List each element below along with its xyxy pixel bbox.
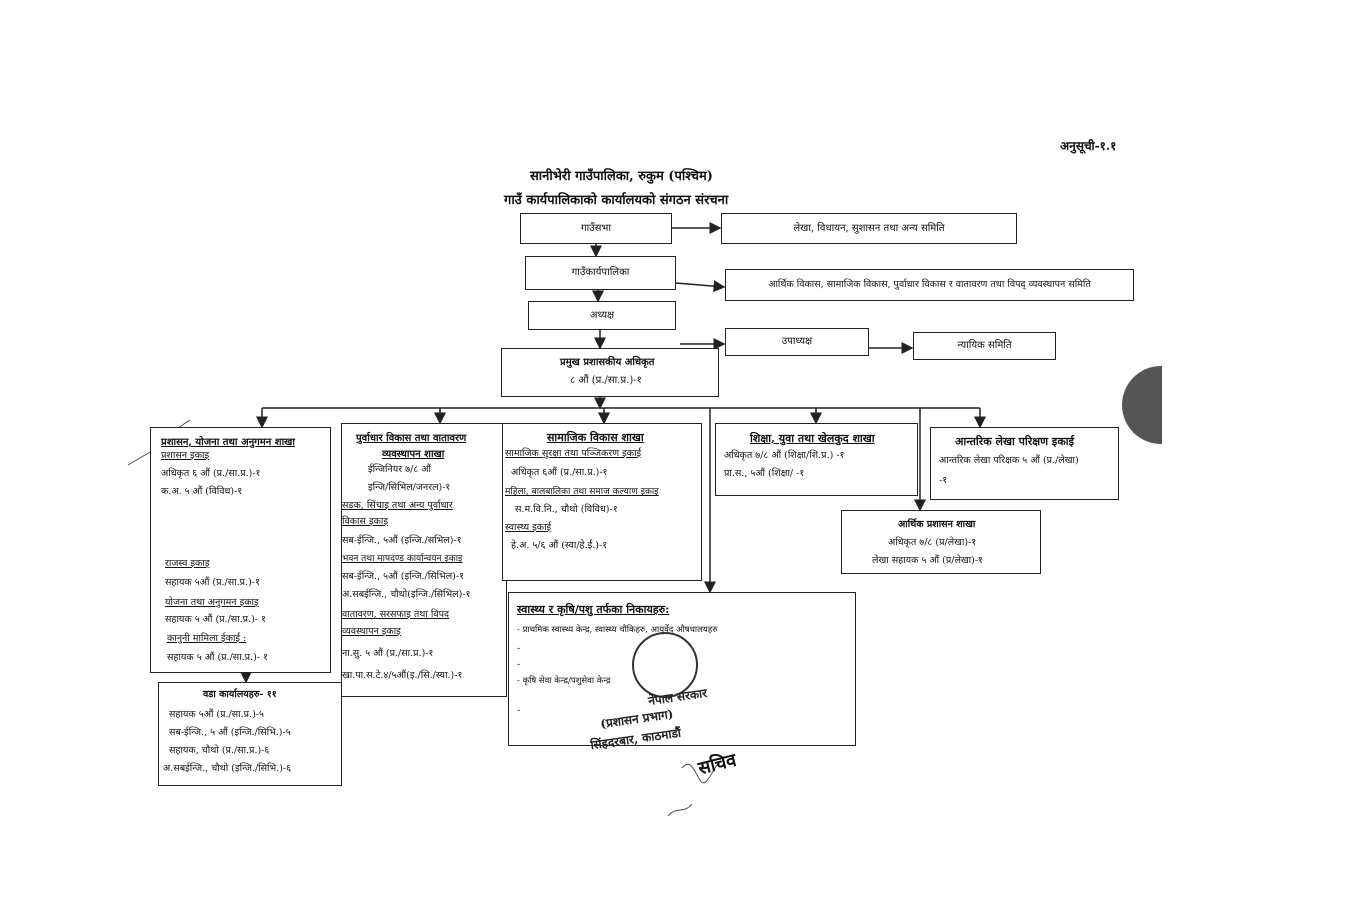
- wada-title: वडा कार्यालयहरु- ११: [203, 689, 277, 700]
- prashasan-unit2: राजस्व इकाइ: [165, 558, 210, 569]
- purwadhar-title: पुर्वाधार विकास तथा वातावरण: [356, 433, 467, 444]
- samajik-unit3: स्वास्थ्य इकाई: [505, 522, 552, 533]
- purwadhar-unit3b: व्यवस्थापन इकाइ: [342, 626, 401, 637]
- purwadhar-line4: सब-ईन्जि., ५औं (इन्जि./सिभिल)-१: [342, 571, 465, 582]
- arthik-line2: लेखा सहायक ५ औं (प्र/लेखा)-१: [872, 555, 983, 566]
- wada-box: वडा कार्यालयहरु- ११ सहायक ५औं (प्र./सा.प…: [158, 682, 342, 786]
- samajik-unit2: महिला, बालबालिका तथा समाज कल्याण इकाइ: [505, 487, 659, 497]
- gaunsabha-box: गाउँसभा: [520, 213, 672, 244]
- nyayik-samiti-box: न्यायिक समिति: [913, 332, 1056, 360]
- wada-line3: सहायक, चौथो (प्र./सा.प्र.)-६: [169, 745, 270, 756]
- cao-title: प्रमुख प्रशासकीय अधिकृत: [560, 357, 655, 368]
- purwadhar-unit1b: विकास इकाइ: [342, 516, 389, 527]
- aantarik-line2: -१: [939, 475, 948, 486]
- prashasan-line1: अधिकृत ६ औं (प्र./सा.प्र.)-१: [161, 468, 261, 479]
- swasthya-title: स्वास्थ्य र कृषि/पशु तर्फका निकायहरु:: [517, 603, 670, 616]
- samajik-line2: स.म.वि.नि., चौथो (विविध)-१: [515, 504, 618, 515]
- purwadhar-line3: सब-ईन्जि., ५औं (इन्जि./सभिल)-१: [342, 535, 462, 546]
- karyapalika-box: गाउँकार्यपालिका: [525, 256, 676, 290]
- samajik-branch-box: सामाजिक विकास शाखा सामाजिक सुरक्षा तथा प…: [502, 423, 702, 581]
- arthik-title: आर्थिक प्रशासन शाखा: [898, 519, 976, 530]
- purwadhar-line5: अ.सबईन्जि., चौथो(इन्जि./सिभिल)-१: [342, 589, 471, 600]
- wada-line4: अ.सबईन्जि., चौथो (इन्जि./सिभि.)-६: [163, 763, 292, 774]
- shiksha-line2: प्रा.स., ५औं (शिक्षा/ -१: [724, 468, 805, 479]
- aantarik-line1: आन्तरिक लेखा परिक्षक ५ औं (प्र./लेखा): [939, 455, 1079, 466]
- samajik-line1: अधिकृत ६औं (प्र./सा.प्र.)-१: [511, 467, 608, 478]
- swasthya-line4: - कृषि सेवा केन्द्र/पशुसेवा केन्द्र: [517, 676, 611, 686]
- purwadhar-line2: इन्जि/सिभिल/जनरल)-१: [368, 482, 451, 493]
- samajik-title: सामाजिक विकास शाखा: [547, 431, 644, 444]
- purwadhar-title-2: व्यवस्थापन शाखा: [382, 449, 445, 460]
- wada-line2: सब-ईन्जि., ५ औं (इन्जि./सिभि.)-५: [169, 727, 291, 738]
- prashasan-title: प्रशासन, योजना तथा अनुगमन शाखा: [161, 437, 295, 448]
- prashasan-unit4: कानुनी मामिला ईकाई :: [167, 633, 247, 644]
- shiksha-branch-box: शिक्षा, युवा तथा खेलकुद शाखा अधिकृत ७/८ …: [715, 423, 918, 496]
- purwadhar-unit3: वातावरण, सरसफाइ तथा विपद: [342, 609, 450, 620]
- upadhyaksha-box: उपाध्यक्ष: [725, 328, 869, 356]
- swasthya-line5: -: [517, 705, 521, 716]
- purwadhar-branch-box: पुर्वाधार विकास तथा वातावरण व्यवस्थापन श…: [341, 423, 507, 697]
- signature-stroke: [667, 803, 693, 817]
- signature-stroke: [681, 763, 719, 784]
- prashasan-line2: क.अ. ५ औं (विविध)-१: [161, 486, 243, 497]
- wada-line1: सहायक ५औं (प्र./सा.प्र.)-५: [169, 709, 264, 720]
- aantarik-branch-box: आन्तरिक लेखा परिक्षण इकाई आन्तरिक लेखा प…: [930, 427, 1119, 500]
- swasthya-line1: - प्राथमिक स्वास्थ्य केन्द्र, स्वास्थ्य …: [517, 625, 718, 635]
- samajik-line3: हे.अ. ५/६ औं (स्वा/हे.ई.)-१: [511, 540, 608, 551]
- government-seal: [632, 632, 698, 698]
- swasthya-box: स्वास्थ्य र कृषि/पशु तर्फका निकायहरु: - …: [508, 592, 856, 746]
- prashasan-line4: सहायक ५ औं (प्र./सा.प्र.)- १: [165, 614, 266, 625]
- swasthya-line3: -: [517, 659, 521, 670]
- prashasan-line3: सहायक ५औं (प्र./सा.प्र.)-१: [165, 577, 260, 588]
- adhyaksha-box: अध्यक्ष: [528, 301, 676, 330]
- cao-box: प्रमुख प्रशासकीय अधिकृत ८ औं (प्र./सा.प्…: [501, 348, 719, 397]
- purwadhar-line6: ना.सु. ५ औं (प्र./सा.प्र.)-१: [342, 648, 434, 659]
- samajik-unit1: सामाजिक सुरक्षा तथा पञ्जिकरण इकाई: [505, 448, 642, 459]
- line-karya-arthik: [675, 280, 726, 293]
- prashasan-unit1: प्रशासन इकाइ: [161, 450, 210, 461]
- purwadhar-unit2: भवन तथा मापदण्ड कार्यान्वयन इकाइ: [342, 554, 463, 564]
- purwadhar-line7: खा.पा.स.टे.४/५औं(इ./सि./स्या.)-१: [342, 670, 463, 681]
- prashasan-line5: सहायक ५ औं (प्र./सा.प्र.)- १: [167, 652, 268, 663]
- shiksha-title: शिक्षा, युवा तथा खेलकुद शाखा: [750, 432, 875, 445]
- annex-label: अनुसूची-१.१: [1060, 139, 1117, 153]
- prashasan-unit3: योजना तथा अनुगमन इकाइ: [165, 597, 259, 608]
- arthik-line1: अधिकृत ७/८ (प्र/लेखा)-१: [888, 537, 977, 548]
- shiksha-line1: अधिकृत ७/८ औं (शिक्षा/शि.प्र.) -१: [724, 450, 845, 461]
- aantarik-title: आन्तरिक लेखा परिक्षण इकाई: [955, 435, 1075, 448]
- arthik-samiti-box: आर्थिक विकास, सामाजिक विकास, पुर्वाधार व…: [725, 269, 1134, 301]
- title-line-1: सानीभेरी गाउँपालिका, रुकुम (पश्चिम): [530, 169, 713, 184]
- arthik-branch-box: आर्थिक प्रशासन शाखा अधिकृत ७/८ (प्र/लेखा…: [841, 510, 1041, 574]
- purwadhar-line1: ईन्जिनियर ७/८ औं: [368, 464, 431, 475]
- lekha-samiti-box: लेखा, विधायन, सुशासन तथा अन्य समिति: [721, 213, 1017, 244]
- cao-level: ८ औं (प्र./सा.प्र.)-१: [570, 375, 642, 386]
- prashasan-branch-box: प्रशासन, योजना तथा अनुगमन शाखा प्रशासन इ…: [150, 427, 331, 673]
- swasthya-line2: -: [517, 643, 521, 654]
- title-line-2: गाउँ कार्यपालिकाको कार्यालयको संगठन संरच…: [504, 193, 729, 208]
- purwadhar-unit1: सडक, सिंचाइ तथा अन्य पुर्वाधार: [342, 500, 453, 511]
